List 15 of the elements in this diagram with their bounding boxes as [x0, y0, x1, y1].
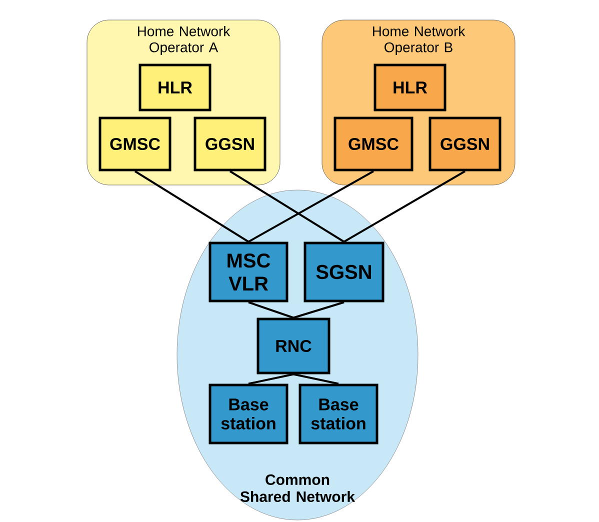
connector-line	[248, 301, 294, 319]
connector-line	[229, 170, 345, 243]
connector-line	[134, 170, 250, 243]
network-element-box: HLR	[374, 64, 446, 112]
network-element-box: MSC VLR	[208, 242, 288, 302]
network-element-box: Base station	[208, 384, 288, 444]
connector-line	[293, 301, 344, 319]
network-element-box: HLR	[138, 64, 212, 112]
network-element-box: GMSC	[98, 116, 172, 172]
network-element-box: GGSN	[194, 116, 266, 172]
network-element-box: RNC	[256, 318, 330, 374]
network-element-box: GMSC	[334, 116, 414, 172]
network-element-box: SGSN	[304, 242, 384, 302]
network-element-box: GGSN	[428, 116, 502, 172]
network-element-box: Base station	[298, 384, 378, 444]
